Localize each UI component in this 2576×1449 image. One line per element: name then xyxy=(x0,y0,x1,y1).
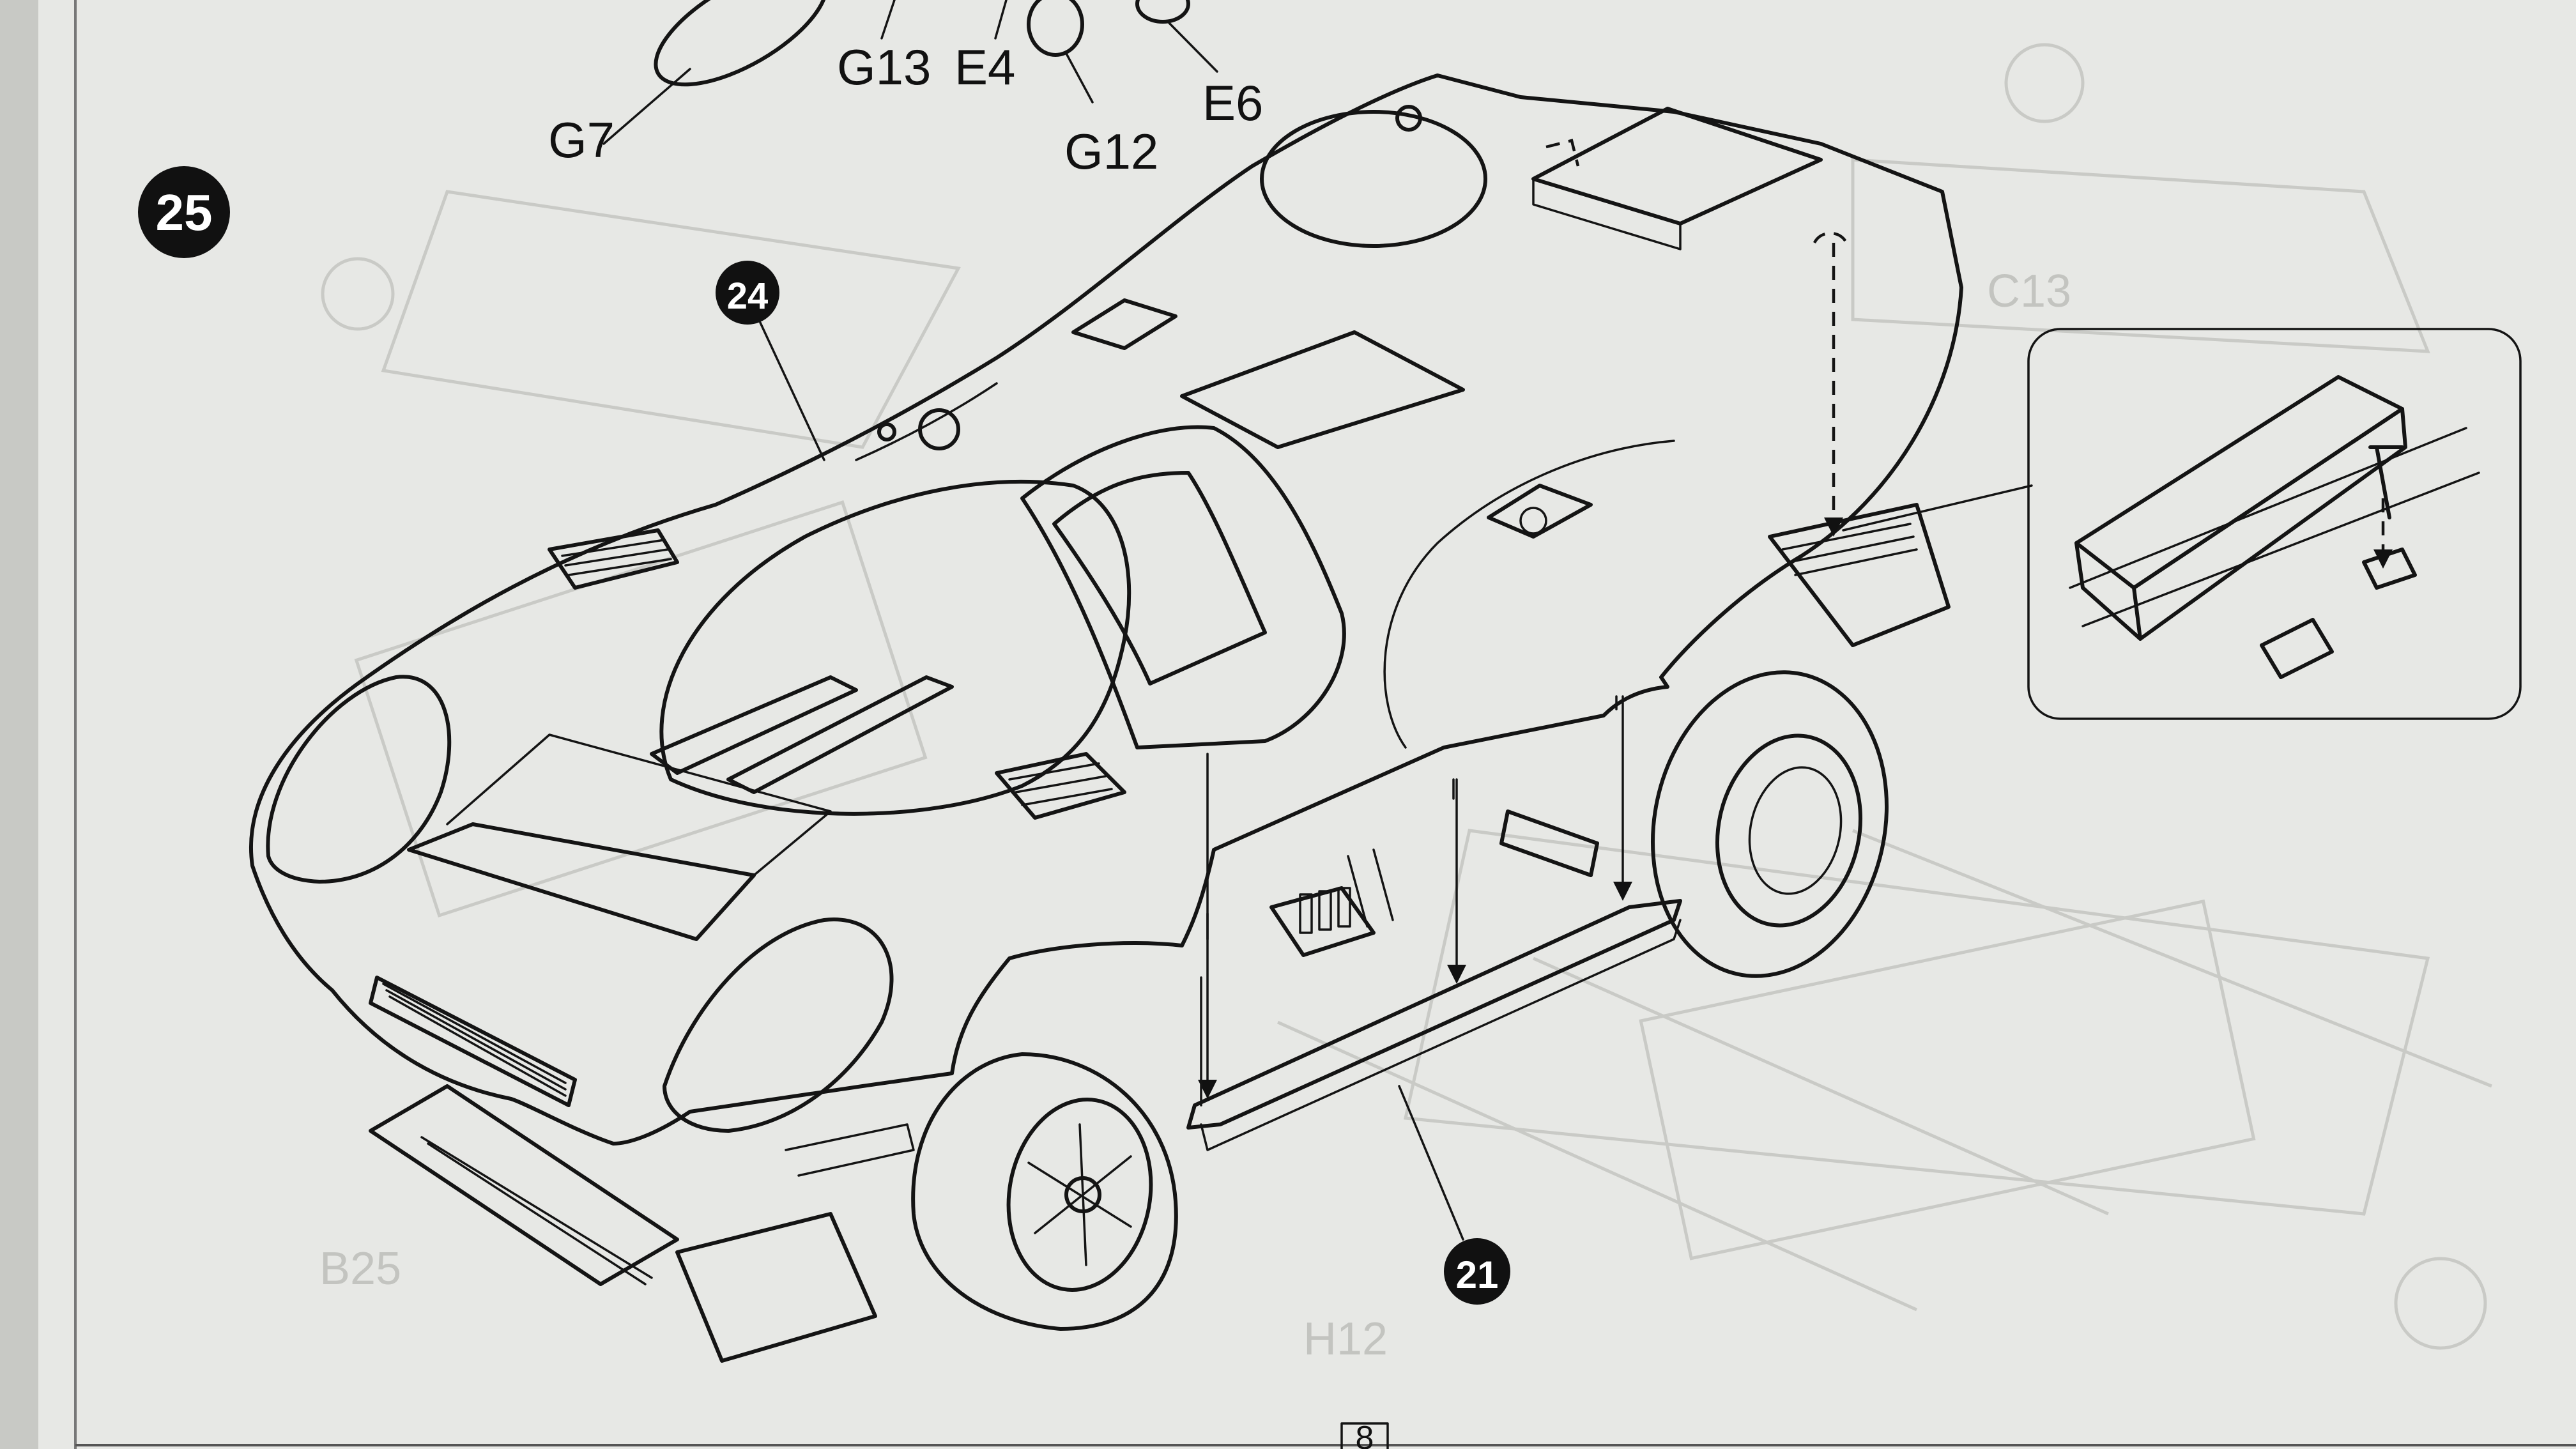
sheet-margin xyxy=(0,0,38,1449)
mid-vent-slats xyxy=(1008,762,1113,806)
seat-block xyxy=(1269,886,1376,957)
headlight-right xyxy=(663,917,894,1133)
arrow-head-1 xyxy=(1198,1080,1217,1099)
wiper-left xyxy=(650,675,858,775)
badge-24: 24 xyxy=(727,275,769,317)
bleed-through-drawing: B25 C13 H12 xyxy=(319,43,2492,1365)
interior-panel xyxy=(1499,809,1599,877)
inset-tray-front xyxy=(2132,407,2407,641)
arrow-head-2 xyxy=(1447,965,1466,984)
inset-rails xyxy=(2069,427,2480,627)
vent-screw xyxy=(1519,507,1547,535)
canopy xyxy=(1020,425,1346,749)
mid-vent xyxy=(995,752,1126,820)
fuel-filler-circle xyxy=(1260,110,1487,248)
suspension-arm xyxy=(785,1123,915,1177)
switch-1 xyxy=(1299,893,1313,934)
rear-side-vent xyxy=(1487,484,1593,539)
pin-antenna xyxy=(877,422,896,441)
body-shell xyxy=(249,73,1963,1146)
page-number-box: 8 xyxy=(1340,1420,1389,1449)
front-lid-top xyxy=(446,733,832,877)
inset-tray-top xyxy=(2074,375,2404,590)
side-intake xyxy=(1071,298,1177,350)
headlight-left xyxy=(266,675,452,884)
part-label-g12: G12 xyxy=(1064,123,1158,180)
body-outline xyxy=(249,73,1963,1146)
bleed-label-c13: C13 xyxy=(1987,266,2071,317)
mirror-mount xyxy=(918,408,960,450)
step-number: 25 xyxy=(156,184,213,241)
part-e6-cap xyxy=(1135,0,1190,24)
part-label-g7: G7 xyxy=(548,112,615,168)
part-label-e4: E4 xyxy=(954,39,1015,95)
subassembly-body-badge: 24 xyxy=(716,261,825,461)
page-number: 8 xyxy=(1356,1420,1374,1449)
dashed-spoiler-tab xyxy=(1545,139,1580,167)
inset-callout-line xyxy=(1842,484,2033,532)
inset-frame xyxy=(2027,328,2522,720)
splitter-slats xyxy=(420,1136,653,1285)
leader-e6 xyxy=(1168,22,1218,73)
leader-21 xyxy=(1398,1085,1464,1241)
leader-g12 xyxy=(1064,51,1094,103)
front-wheel-tire xyxy=(911,1052,1178,1331)
front-wheel-nut xyxy=(1064,1176,1101,1213)
hood-vent xyxy=(548,528,679,590)
small-parts: G7 G13 E4 G12 E6 xyxy=(548,0,1263,180)
under-plate xyxy=(675,1212,877,1363)
attachment-arrows xyxy=(1198,139,1848,1107)
rear-fender-seam xyxy=(1383,440,1675,749)
rear-tray-slats xyxy=(1781,523,1918,576)
front-splitter xyxy=(369,1084,679,1286)
hood-bulge xyxy=(659,479,1131,816)
rear-spoiler xyxy=(1531,107,1823,226)
wiper-right xyxy=(726,675,954,794)
inset-tray-side xyxy=(2074,541,2142,641)
rear-tray xyxy=(1768,503,1951,647)
inset-arrow-head xyxy=(2373,549,2393,569)
part-label-g13: G13 xyxy=(837,39,931,95)
chassis xyxy=(369,503,1951,1363)
front-grille xyxy=(369,976,577,1107)
body-crease xyxy=(855,382,998,461)
inset-post xyxy=(2368,445,2404,519)
spoiler-edge xyxy=(1532,178,1682,250)
bleed-label-h12: H12 xyxy=(1303,1314,1388,1365)
arrow-head-rear xyxy=(1824,518,1843,537)
switch-2 xyxy=(1318,890,1332,931)
rear-wheel-hub xyxy=(1748,766,1843,895)
fuel-cap-pin xyxy=(1395,105,1422,132)
arrow-head-3 xyxy=(1613,882,1632,901)
step-badge: 25 xyxy=(138,166,230,258)
rear-wheel-tire xyxy=(1650,670,1889,978)
front-lid xyxy=(407,822,756,941)
interior-frame xyxy=(1347,848,1394,928)
part-g7-window xyxy=(654,0,829,87)
windscreen xyxy=(1052,471,1267,686)
chassis-side-sill xyxy=(1186,899,1682,1130)
badge-21: 21 xyxy=(1456,1254,1499,1296)
part-label-e6: E6 xyxy=(1202,75,1263,131)
leader-g13 xyxy=(880,0,896,40)
inset-clip xyxy=(2260,618,2334,679)
part-g12-mirror xyxy=(1027,0,1084,57)
body-posts xyxy=(1206,695,1618,940)
bleed-label-b25: B25 xyxy=(319,1243,401,1294)
switch-3 xyxy=(1337,887,1351,928)
front-wheel-rim xyxy=(1006,1098,1153,1292)
rear-window xyxy=(1180,330,1465,449)
leader-g7 xyxy=(602,68,691,145)
leader-24 xyxy=(759,321,825,461)
hood-vent-slats xyxy=(561,539,672,576)
detail-inset xyxy=(1842,328,2522,720)
rear-wheel-rim xyxy=(1715,733,1863,928)
grille-slats xyxy=(382,983,567,1097)
front-wheel-spokes xyxy=(1027,1123,1132,1266)
leader-e4 xyxy=(994,0,1008,40)
subassembly-chassis-badge: 21 xyxy=(1398,1085,1510,1305)
dashed-tab xyxy=(1813,231,1848,244)
